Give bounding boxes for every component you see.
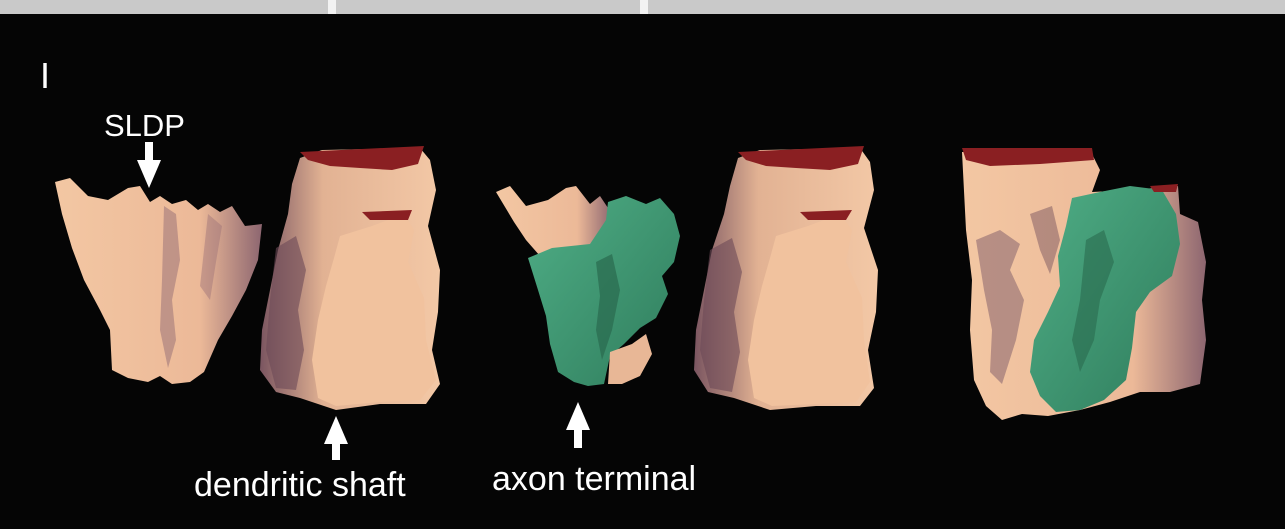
dendritic-shaft-arrow [324, 416, 348, 460]
panel-letter: I [40, 58, 50, 94]
reconstruction-3 [962, 148, 1206, 420]
sldp-arrow [137, 142, 161, 188]
dendritic-shaft-label: dendritic shaft [194, 468, 406, 502]
sldp-spine [55, 178, 262, 384]
axon-terminal-label: axon terminal [492, 462, 696, 496]
reconstruction-2 [496, 146, 878, 410]
axon-terminal-arrow [566, 402, 590, 448]
reconstruction-1 [55, 146, 440, 410]
sldp-label: SLDP [104, 110, 185, 141]
cut-surface [1150, 184, 1178, 192]
